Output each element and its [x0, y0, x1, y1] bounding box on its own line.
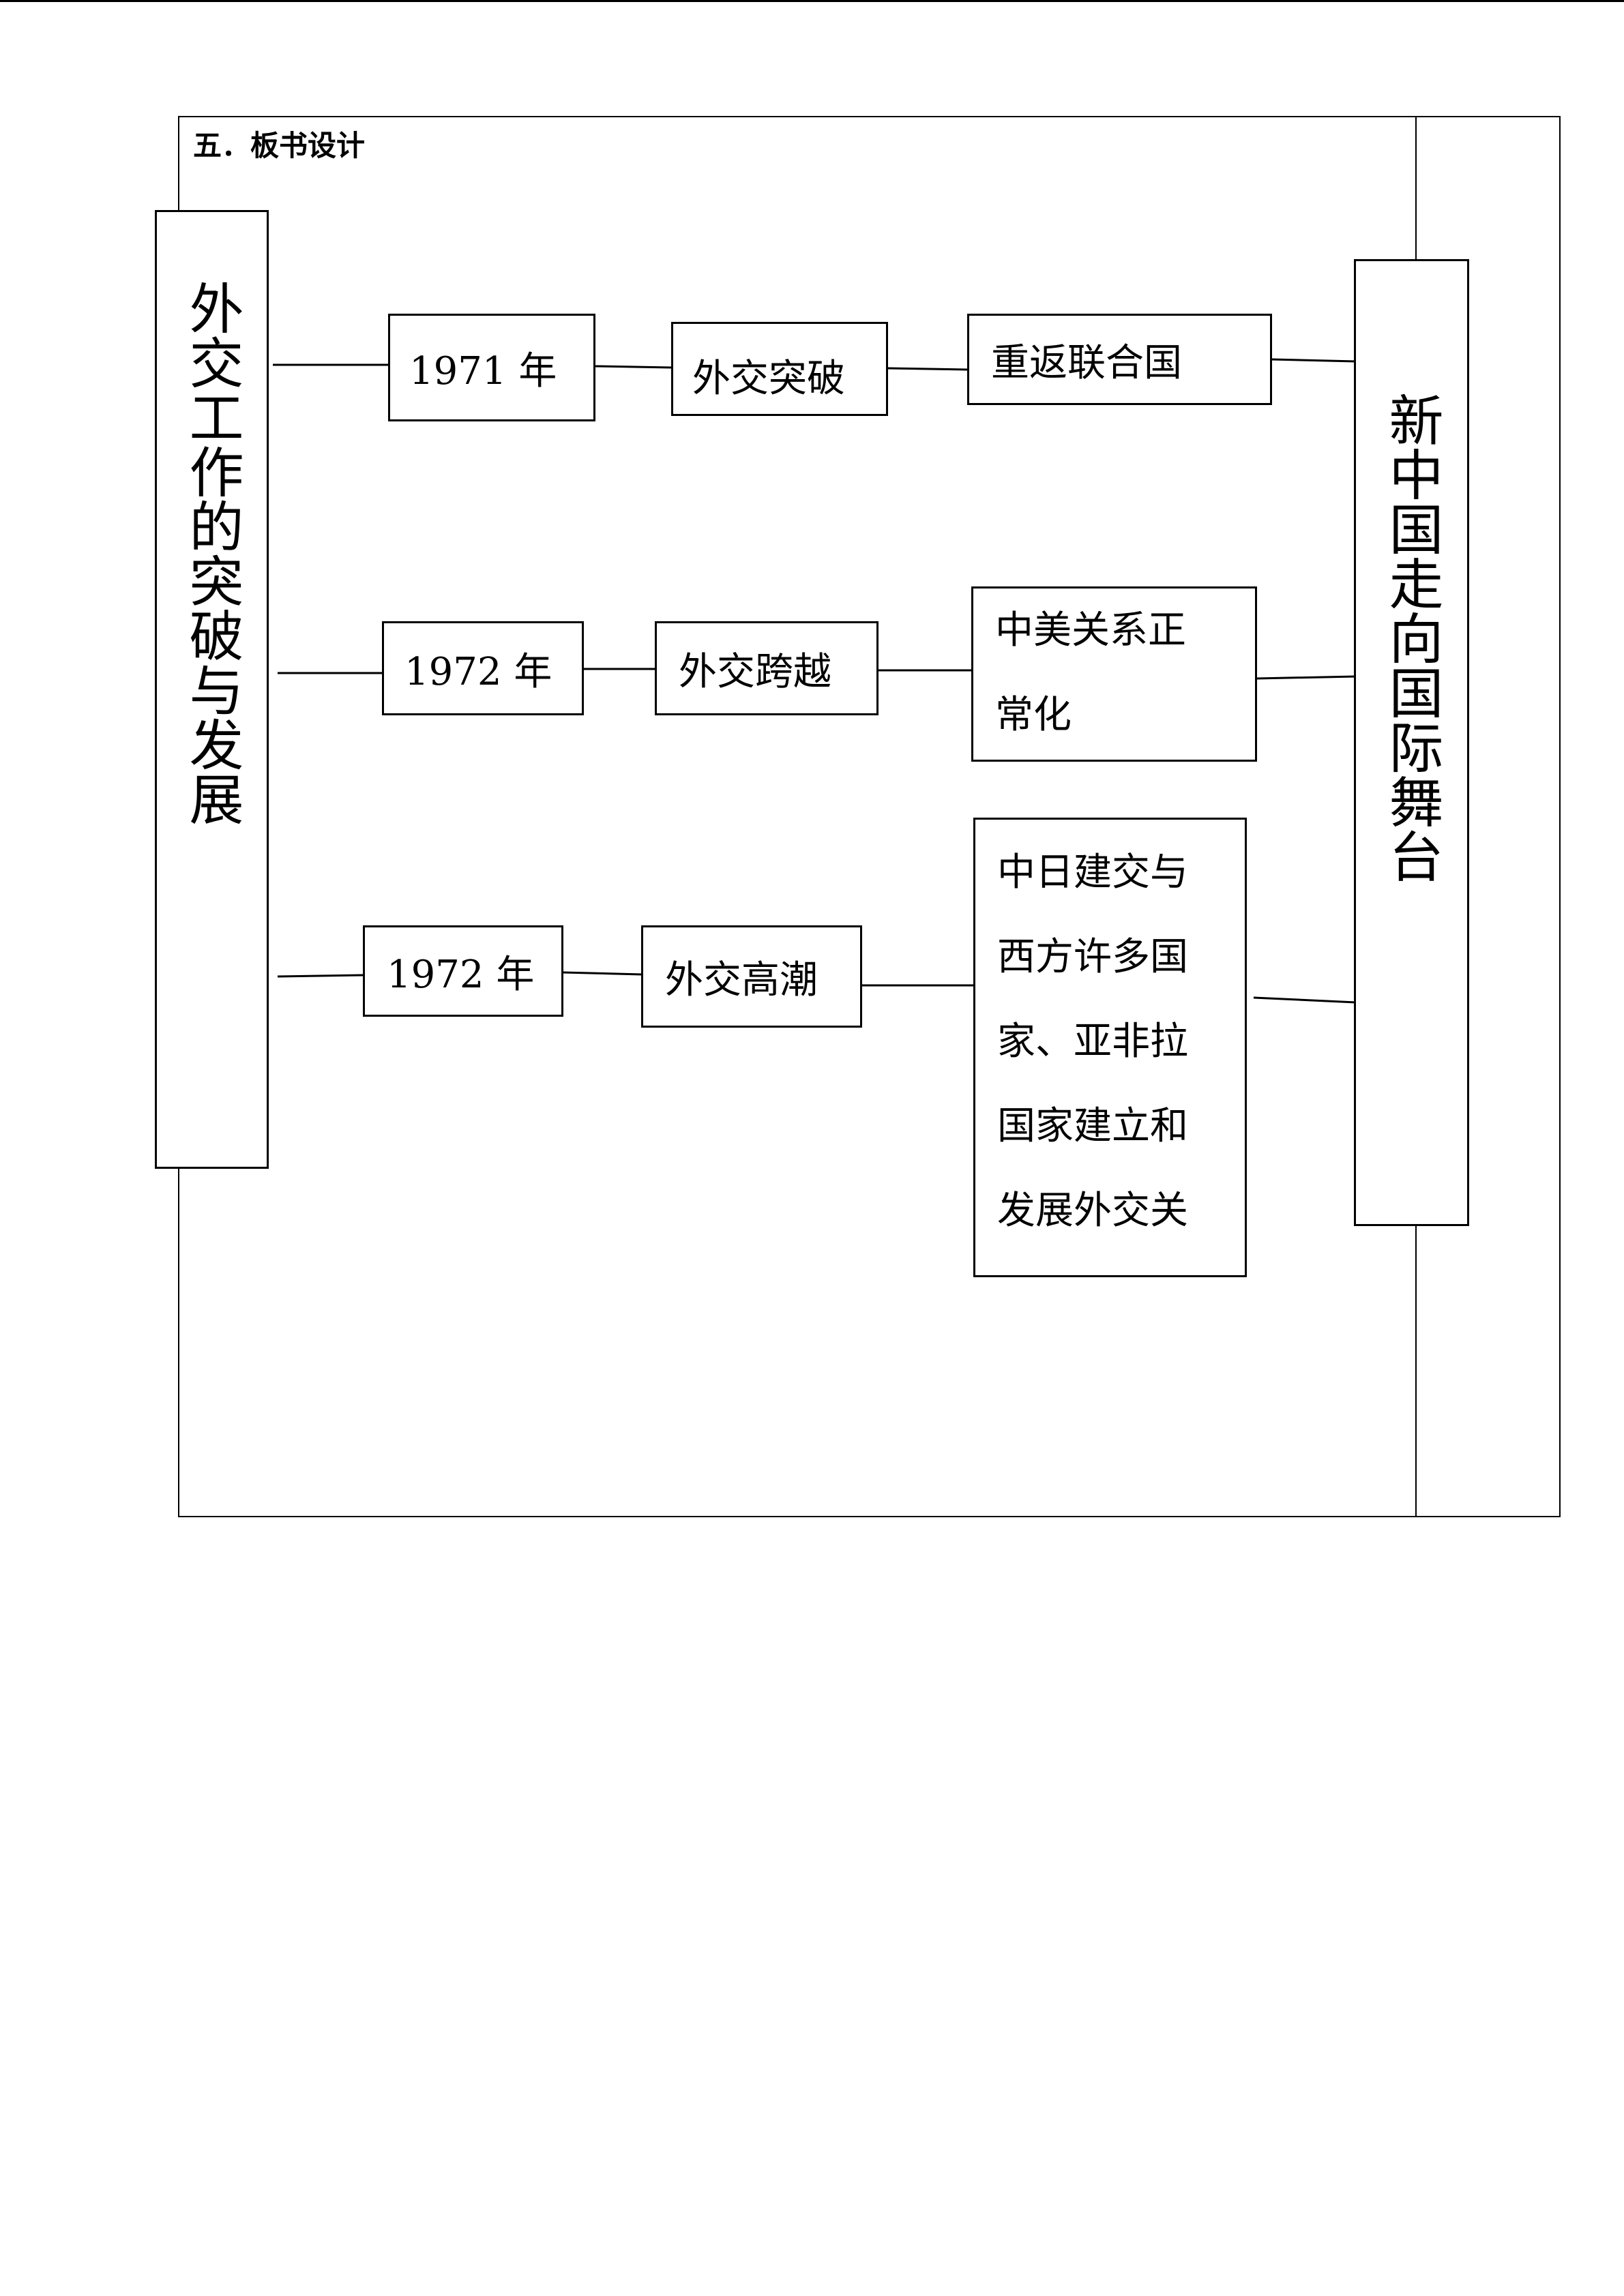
section-title: 五．板书设计 [193, 129, 366, 162]
event-box-row1: 外交突破 [671, 322, 888, 416]
event-box-row2: 外交跨越 [655, 621, 879, 715]
result-line: 中美关系正 [995, 608, 1186, 653]
result-line: 发展外交关 [997, 1189, 1188, 1233]
year-label: 1971 年 [409, 348, 557, 393]
connector-result-right-row1 [1271, 358, 1357, 363]
event-label: 外交跨越 [679, 649, 831, 694]
result-box-row2: 中美关系正 常化 [971, 586, 1257, 762]
year-label: 1972 年 [404, 649, 552, 694]
result-line: 家、亚非拉 [997, 1019, 1188, 1064]
year-box-row1: 1971 年 [388, 314, 595, 421]
connector-result-right-row2 [1256, 675, 1357, 680]
left-title-text: 外交工作的突破与发展 [180, 280, 244, 826]
event-label: 外交突破 [692, 356, 845, 401]
result-line: 国家建立和 [997, 1104, 1188, 1148]
result-line: 常化 [995, 693, 1072, 737]
result-line: 重返联合国 [991, 340, 1182, 385]
connector-year-event-row1 [595, 365, 673, 369]
year-box-row2: 1972 年 [382, 621, 584, 715]
event-label: 外交高潮 [665, 957, 818, 1002]
year-box-row3: 1972 年 [363, 925, 563, 1017]
event-box-row3: 外交高潮 [641, 925, 862, 1028]
connector-year-event-row3 [562, 971, 643, 976]
connector-left-row3 [277, 974, 364, 978]
connector-event-result-row1 [887, 367, 968, 371]
result-box-row3: 中日建交与 西方许多国 家、亚非拉 国家建立和 发展外交关 [973, 818, 1247, 1277]
connector-result-right-row3 [1253, 996, 1357, 1004]
result-box-row1: 重返联合国 [967, 314, 1272, 405]
left-title-box: 外交工作的突破与发展 [155, 210, 269, 1169]
right-title-text: 新中国走向国际舞台 [1380, 392, 1444, 883]
page-top-rule [0, 0, 1624, 2]
result-line: 西方许多国 [997, 935, 1188, 979]
right-title-box: 新中国走向国际舞台 [1354, 259, 1469, 1226]
result-line: 中日建交与 [997, 850, 1188, 895]
year-label: 1972 年 [387, 952, 535, 997]
